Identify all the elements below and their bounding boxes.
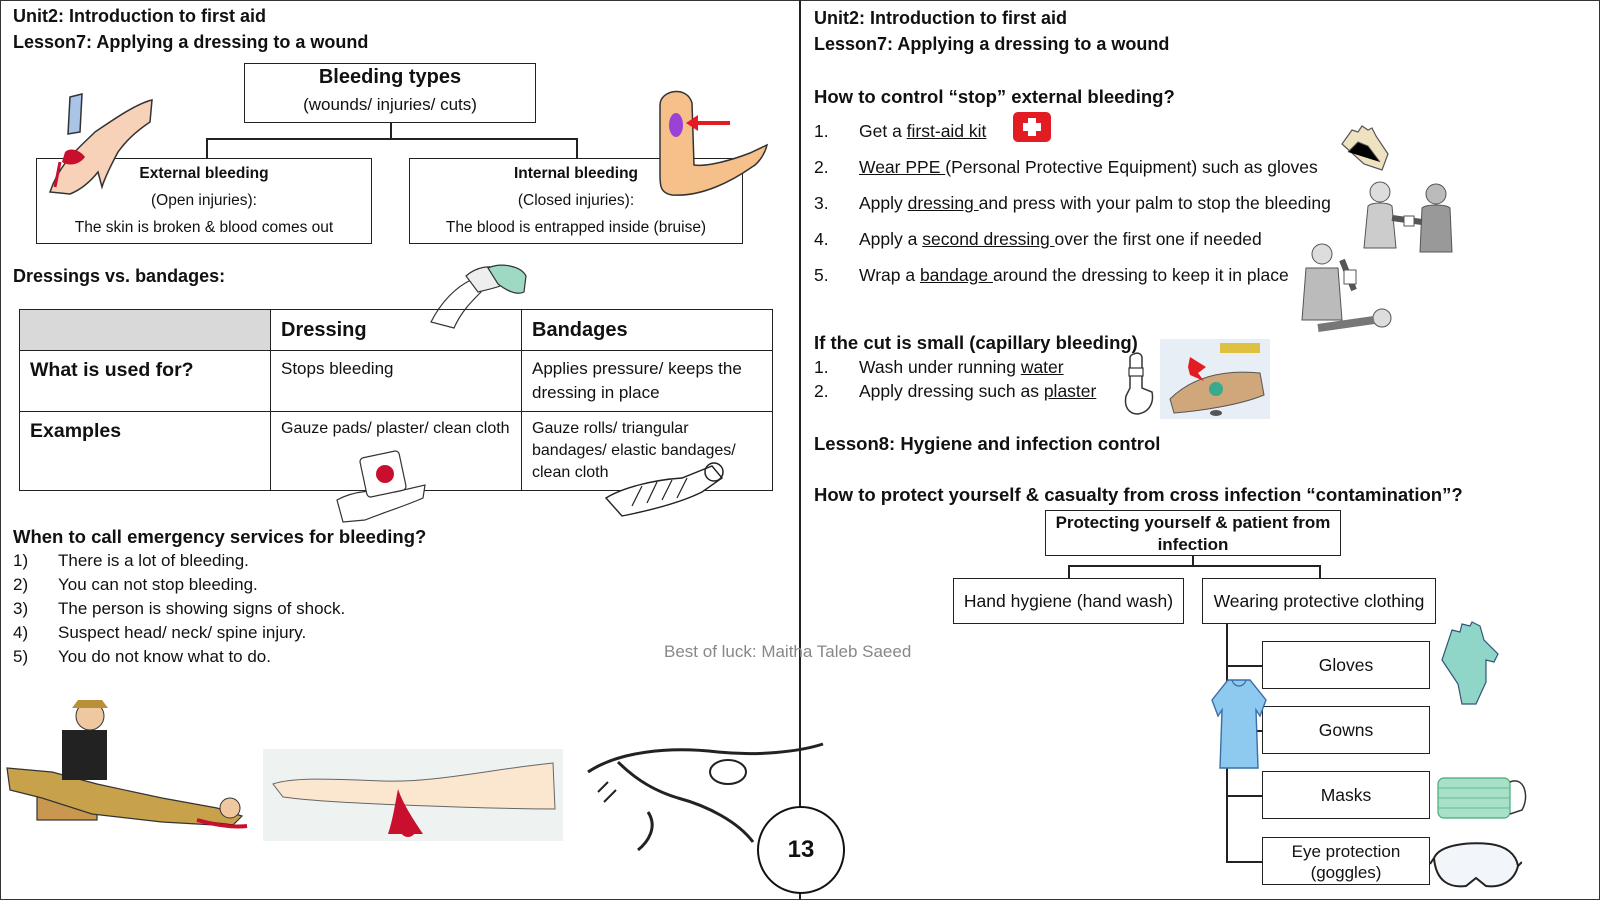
plaster-finger-icon (1124, 352, 1154, 415)
casualty-first-aider-illustration (6, 700, 248, 829)
table-cell: Gauze rolls/ triangular bandages/ elasti… (521, 411, 773, 491)
step-item: 4.Apply a second dressing over the first… (814, 229, 1262, 249)
control-bleeding-heading: How to control “stop” external bleeding? (814, 86, 1175, 107)
small-cut-heading: If the cut is small (capillary bleeding) (814, 332, 1138, 353)
gowns-box: Gowns (1262, 706, 1430, 754)
external-bleeding-line2: The skin is broken & blood comes out (74, 219, 334, 236)
emergency-item-text: You can not stop bleeding. (58, 575, 258, 594)
bleeding-arm-illustration (263, 749, 563, 841)
emergency-item-text: You do not know what to do. (58, 647, 271, 666)
table-row-label: Examples (19, 411, 271, 491)
step-item: 1.Get a first-aid kit (814, 121, 987, 141)
tree-connector (1068, 565, 1320, 567)
goggles-icon (1430, 842, 1522, 888)
page-number-circle: 13 (757, 806, 845, 894)
page-number: 13 (787, 836, 815, 863)
table-header-bandages: Bandages (521, 309, 773, 351)
small-cut-item: 2.Apply dressing such as plaster (814, 381, 1097, 401)
eye-protection-box: Eye protection (goggles) (1262, 837, 1430, 885)
small-cut-item: 1.Wash under running water (814, 357, 1064, 377)
protect-heading: How to protect yourself & casualty from … (814, 484, 1463, 505)
small-cut-list: 1.Wash under running water 2.Apply dress… (814, 357, 1096, 405)
protect-root-label: Protecting yourself & patient from infec… (1055, 513, 1331, 554)
hand-cut-illustration (48, 93, 153, 195)
bleeding-types-subtitle: (wounds/ injuries/ cuts) (303, 95, 477, 114)
bleeding-types-title: Bleeding types (318, 66, 462, 88)
tree-connector (206, 138, 208, 158)
step-item: 5.Wrap a bandage around the dressing to … (814, 265, 1289, 285)
table-cell: Stops bleeding (270, 350, 522, 412)
protective-clothing-box: Wearing protective clothing (1202, 578, 1436, 624)
step-item: 2.Wear PPE (Personal Protective Equipmen… (814, 157, 1318, 177)
first-aid-kit-icon (1013, 112, 1051, 142)
external-bleeding-title: External bleeding (139, 165, 269, 182)
bruised-arm-illustration (659, 90, 769, 196)
table-header-dressing: Dressing (270, 309, 522, 351)
elastic-bandage-illustration (604, 462, 724, 517)
left-unit-title: Unit2: Introduction to first aid (13, 6, 266, 26)
eye-protection-label: Eye protection (goggles) (1291, 842, 1401, 882)
gloves-label: Gloves (1318, 655, 1374, 675)
table-corner-cell (19, 309, 271, 351)
emergency-item-num: 5) (13, 647, 29, 666)
collapsed-casualty-illustration (587, 742, 824, 852)
applying-dressing-illustration (1363, 181, 1453, 253)
tree-connector (1226, 795, 1262, 797)
internal-bleeding-title: Internal bleeding (513, 165, 638, 182)
bleeding-types-box: Bleeding types (wounds/ injuries/ cuts) (244, 63, 536, 123)
tree-connector (1192, 556, 1194, 566)
left-lesson-title: Lesson7: Applying a dressing to a wound (13, 32, 369, 52)
dressings-table: Dressing Bandages What is used for? Stop… (19, 309, 773, 491)
external-bleeding-line1: (Open injuries): (151, 192, 257, 209)
mask-icon (1437, 777, 1527, 819)
emergency-item-text: Suspect head/ neck/ spine injury. (58, 623, 307, 642)
gloves-icon (1341, 125, 1389, 171)
gown-icon (1211, 679, 1267, 769)
dressings-heading: Dressings vs. bandages: (13, 266, 226, 286)
tree-connector (1068, 565, 1070, 578)
tree-connector (576, 138, 578, 158)
right-lesson-title: Lesson7: Applying a dressing to a wound (814, 34, 1170, 54)
protect-root-box: Protecting yourself & patient from infec… (1045, 510, 1341, 556)
protective-clothing-label: Wearing protective clothing (1213, 591, 1425, 611)
footer-note: Best of luck: Maitha Taleb Saeed (664, 642, 912, 661)
table-row-label: What is used for? (19, 350, 271, 412)
internal-bleeding-line2: The blood is entrapped inside (bruise) (445, 219, 707, 236)
right-unit-title: Unit2: Introduction to first aid (814, 8, 1067, 28)
washing-cut-illustration (1160, 339, 1270, 419)
gloves-box: Gloves (1262, 641, 1430, 689)
tree-connector (1319, 565, 1321, 578)
hand-hygiene-label: Hand hygiene (hand wash) (963, 591, 1174, 611)
gauze-pad-illustration (336, 450, 426, 523)
tree-connector (1226, 665, 1262, 667)
emergency-item-text: The person is showing signs of shock. (58, 599, 346, 618)
emergency-item-num: 3) (13, 599, 29, 618)
emergency-heading: When to call emergency services for blee… (13, 526, 427, 547)
lesson8-title: Lesson8: Hygiene and infection control (814, 433, 1161, 454)
bandage-wrap-illustration (1301, 243, 1392, 332)
glove-icon (1441, 621, 1499, 705)
tree-connector (1226, 861, 1262, 863)
gowns-label: Gowns (1318, 720, 1374, 740)
control-steps-list: 1.Get a first-aid kit 2.Wear PPE (Person… (814, 113, 1331, 293)
hand-hygiene-box: Hand hygiene (hand wash) (953, 578, 1184, 624)
emergency-item-text: There is a lot of bleeding. (58, 551, 249, 570)
masks-box: Masks (1262, 771, 1430, 819)
emergency-item-num: 1) (13, 551, 29, 570)
emergency-item-num: 4) (13, 623, 29, 642)
masks-label: Masks (1320, 785, 1372, 805)
tree-connector (206, 138, 576, 140)
internal-bleeding-line1: (Closed injuries): (517, 192, 635, 209)
step-item: 3.Apply dressing and press with your pal… (814, 193, 1331, 213)
page-divider (799, 0, 801, 900)
emergency-list: 1) There is a lot of bleeding. 2) You can … (13, 551, 345, 671)
tree-connector (390, 123, 392, 138)
emergency-item-num: 2) (13, 575, 29, 594)
table-cell: Applies pressure/ keeps the dressing in … (521, 350, 773, 412)
